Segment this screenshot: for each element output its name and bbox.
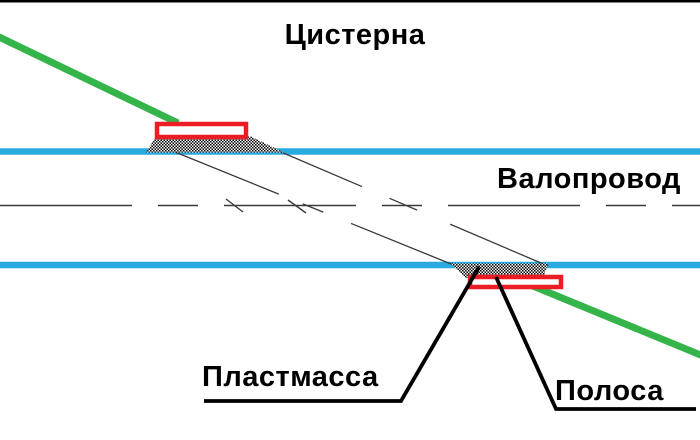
strip-lower	[467, 274, 564, 290]
centerline-break-tick-right	[287, 199, 307, 214]
plastic-seal-hatch-upper	[146, 136, 284, 153]
top-border-line	[0, 0, 700, 3]
shaft-line-label: Валопровод	[497, 163, 681, 195]
strip-label: Полоса	[555, 375, 664, 407]
plastic-label-leader	[204, 266, 481, 403]
hidden-edge-line-right	[280, 151, 549, 267]
tank-wall-upper-segment	[0, 33, 180, 127]
tank-label: Цистерна	[284, 19, 426, 51]
strip-label-leader	[494, 276, 696, 411]
tank-wall-lower-segment	[526, 280, 700, 359]
hidden-edge-line-left	[174, 151, 457, 267]
plastic-label: Пластмасса	[202, 361, 379, 393]
strip-upper	[154, 121, 249, 140]
centerline-break-tick-left	[225, 198, 244, 213]
